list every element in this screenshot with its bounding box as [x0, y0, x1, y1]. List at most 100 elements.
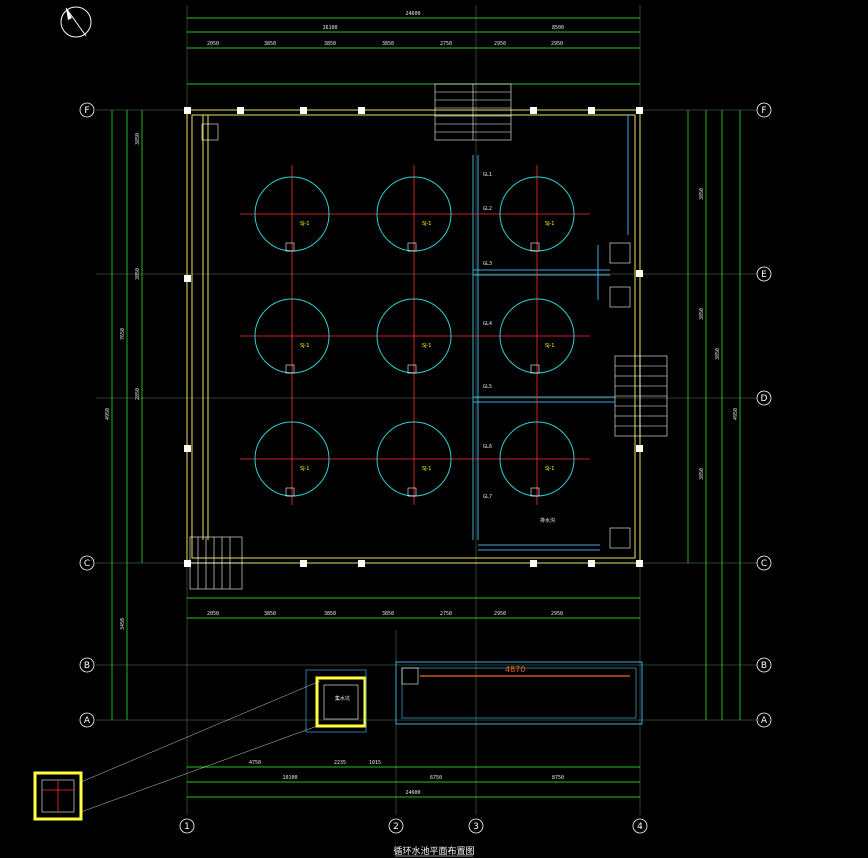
equipment-label: SJ-1 [422, 466, 431, 472]
dim-top-r2-0: 16100 [322, 25, 337, 31]
note-pump-pit: 集水坑 [335, 695, 350, 702]
dim-bot-r3-0: 10100 [282, 775, 297, 781]
equipment-label: SJ-1 [300, 221, 309, 227]
axis-label-D-right: D [761, 394, 768, 404]
equipment-label: SJ-1 [300, 466, 309, 472]
axis-label-F-right: F [761, 106, 766, 116]
axis-label-C-right: C [761, 559, 767, 569]
dim-bot-r1-1: 3850 [264, 611, 276, 617]
dimension-chains-top [187, 17, 640, 85]
tank-1 [254, 176, 330, 252]
pipe-label: GL5 [483, 384, 492, 390]
dim-bot-r3-1: 6750 [430, 775, 442, 781]
tank-5 [376, 298, 452, 374]
dim-bot-r2-1: 2235 [334, 760, 346, 766]
axis-label-C-left: C [84, 559, 90, 569]
dim-top-r3-2: 3850 [324, 41, 336, 47]
axis-bubbles-right [756, 102, 772, 728]
dim-bot-r3-2: 8750 [552, 775, 564, 781]
dim-right-2: 3850 [699, 468, 705, 480]
axis-labels: F C B A F E D C B A 1 2 3 4 [84, 106, 768, 832]
drawing-title: 循环水池平面布置图 [393, 845, 474, 857]
dim-left-3: 2850 [135, 388, 141, 400]
axis-bubbles-left [79, 102, 95, 728]
dim-top-r3-4: 2750 [440, 41, 452, 47]
axis-label-3: 3 [473, 822, 479, 832]
axis-label-A-left: A [84, 716, 91, 726]
dim-right-1: 3850 [699, 308, 705, 320]
tank-2 [376, 176, 452, 252]
dim-bot-r1-6: 2950 [551, 611, 563, 617]
axis-label-1: 1 [184, 822, 190, 832]
drain-trench [395, 661, 643, 725]
stair-top [434, 83, 512, 141]
dim-left-0: 7650 [120, 328, 126, 340]
dimension-chains-bottom [187, 597, 640, 798]
dim-overall-bottom: 24600 [405, 790, 420, 796]
equipment-label: SJ-1 [545, 221, 554, 227]
equipment-label: SJ-1 [300, 343, 309, 349]
axis-label-E-right: E [761, 270, 767, 280]
dim-right-4: 4950 [733, 408, 739, 420]
dimension-texts-vertical: 7650 3850 3850 2850 4950 3450 3850 3850 … [105, 133, 739, 630]
tank-centerlines [240, 165, 590, 505]
equipment-boxes [201, 123, 631, 549]
dim-bot-r2-0: 4750 [249, 760, 261, 766]
grid-axes [96, 5, 758, 815]
axis-label-F-left: F [84, 106, 89, 116]
dim-top-r3-1: 3850 [264, 41, 276, 47]
axis-label-A-right: A [761, 716, 768, 726]
axis-label-2: 2 [393, 822, 399, 832]
tanks [254, 176, 575, 497]
dim-bot-r1-0: 2050 [207, 611, 219, 617]
pipe-label: GL2 [483, 206, 492, 212]
tank-3 [499, 176, 575, 252]
building-walls [186, 109, 641, 564]
wall-columns [184, 107, 643, 567]
equipment-label: SJ-1 [422, 343, 431, 349]
trench-dimension: 4870 [505, 665, 525, 674]
dimension-texts: 24600 16100 8500 2050 3850 3850 3850 275… [207, 11, 564, 796]
tank-9 [499, 421, 575, 497]
dim-left-5: 3450 [120, 618, 126, 630]
axis-bubbles-bottom [179, 818, 648, 834]
axis-label-4: 4 [637, 822, 643, 832]
equipment-label: SJ-1 [545, 343, 554, 349]
dim-right-3: 3850 [715, 348, 721, 360]
note-trench: 排水沟 [540, 517, 555, 524]
pipe-label: GL6 [483, 444, 492, 450]
dim-right-0: 3850 [699, 188, 705, 200]
equipment-labels: SJ-1 SJ-1 SJ-1 SJ-1 SJ-1 SJ-1 SJ-1 SJ-1 … [300, 221, 554, 472]
axis-label-B-left: B [84, 661, 90, 671]
pipe-label: GL3 [483, 261, 492, 267]
equipment-label: SJ-1 [422, 221, 431, 227]
pipe-label: GL4 [483, 321, 492, 327]
tank-6 [499, 298, 575, 374]
equipment-label: SJ-1 [545, 466, 554, 472]
pipe-label: GL7 [483, 494, 492, 500]
stair-right [614, 355, 668, 437]
stair-bottom-left [189, 536, 243, 590]
north-arrow-icon [60, 6, 92, 38]
detail-inset [33, 680, 321, 821]
dimension-chains-right [687, 110, 741, 720]
dim-left-4: 4950 [105, 408, 111, 420]
dim-left-2: 3850 [135, 268, 141, 280]
axis-label-B-right: B [761, 661, 767, 671]
dim-bot-r1-3: 3850 [382, 611, 394, 617]
tank-7 [254, 421, 330, 497]
dim-overall-top: 24600 [405, 11, 420, 17]
pipe-network [472, 115, 629, 551]
pump-pit [305, 669, 367, 733]
dim-bot-r1-4: 2750 [440, 611, 452, 617]
dimension-chains-left [111, 110, 143, 720]
dim-top-r3-0: 2050 [207, 41, 219, 47]
pipe-label: GL1 [483, 172, 492, 178]
tank-4 [254, 298, 330, 374]
dim-top-r3-6: 2950 [551, 41, 563, 47]
dim-top-r3-5: 2950 [494, 41, 506, 47]
notes: 排水沟 集水坑 [335, 517, 555, 702]
tank-8 [376, 421, 452, 497]
dim-bot-r1-2: 3850 [324, 611, 336, 617]
dim-top-r3-3: 3850 [382, 41, 394, 47]
